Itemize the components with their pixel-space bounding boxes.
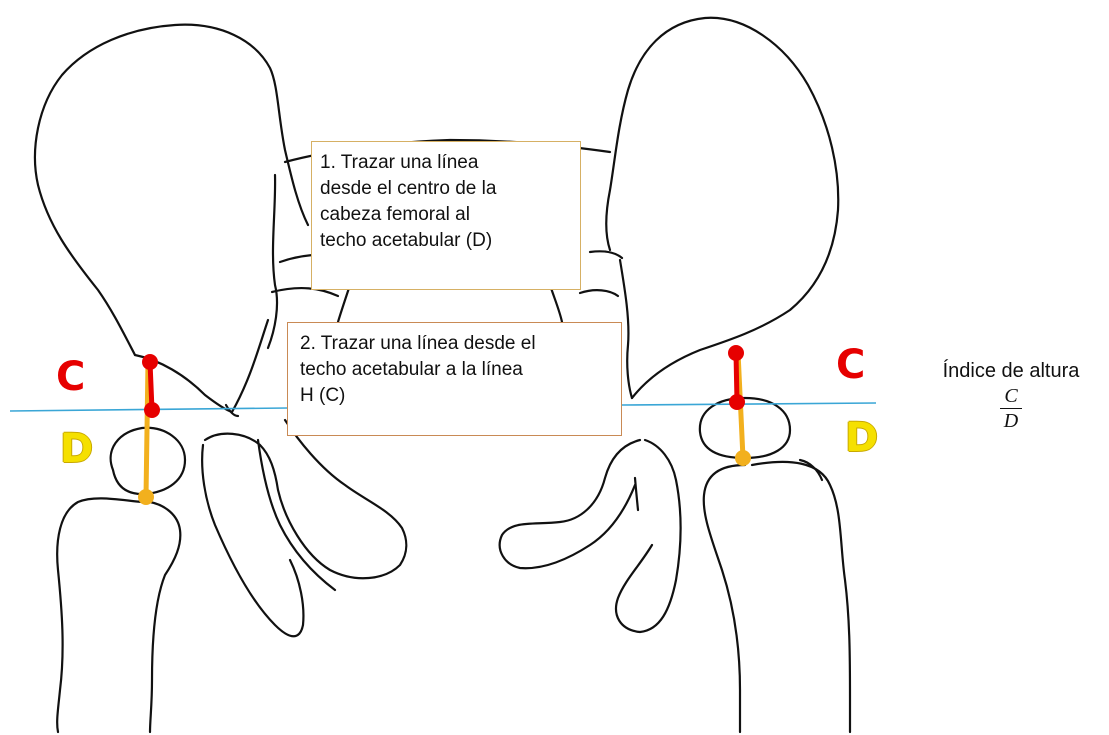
left-d-label: D	[60, 429, 93, 469]
right-c-label: C	[836, 345, 865, 385]
sacrum-mid-arc-2	[590, 251, 622, 258]
right-h-line-point	[729, 394, 745, 410]
height-index-formula: Índice de altura C D	[920, 360, 1102, 433]
step1-line-1: 1. Trazar una línea	[320, 150, 572, 176]
formula-denominator: D	[1000, 409, 1022, 432]
sacrum-inner-left	[338, 285, 350, 322]
step1-box: 1. Trazar una línea desde el centro de l…	[311, 141, 581, 290]
left-femoral-center-point	[138, 489, 154, 505]
left-acetabular-roof-point	[142, 354, 158, 370]
left-h-line-point	[144, 402, 160, 418]
left-ischium	[205, 420, 406, 578]
right-d-label: D	[845, 418, 878, 458]
formula-title: Índice de altura	[920, 360, 1102, 383]
hilgenreiner-line-right	[622, 403, 876, 405]
right-femur	[704, 465, 745, 732]
right-obturator	[616, 440, 680, 632]
step1-line-3: cabeza femoral al	[320, 202, 572, 228]
formula-numerator: C	[1000, 385, 1022, 409]
right-ischium	[500, 440, 640, 568]
sacrum-inner-right	[550, 285, 562, 322]
step2-box: 2. Trazar una línea desde el techo aceta…	[287, 322, 622, 436]
left-femur	[57, 498, 142, 732]
left-c-label: C	[56, 357, 85, 397]
left-d-segment	[146, 362, 148, 497]
right-iliac-wing	[606, 18, 838, 398]
left-pubic-ramus	[258, 440, 335, 590]
right-pubic-tick	[635, 478, 638, 510]
left-iliac-wing	[35, 25, 308, 355]
formula-fraction: C D	[1000, 385, 1022, 432]
step2-line-1: 2. Trazar una línea desde el	[300, 331, 613, 357]
step2-line-2: techo acetabular a la línea	[300, 357, 613, 383]
right-acetabular-roof-point	[728, 345, 744, 361]
step1-line-4: techo acetabular (D)	[320, 228, 572, 254]
step2-line-3: H (C)	[300, 383, 613, 409]
left-femur-inner	[150, 502, 180, 732]
left-sacroiliac-edge	[268, 175, 277, 348]
right-femoral-center-point	[735, 450, 751, 466]
right-femur-outer	[752, 462, 850, 732]
step1-line-2: desde el centro de la	[320, 176, 572, 202]
sacrum-lower-arc-right	[580, 290, 618, 296]
